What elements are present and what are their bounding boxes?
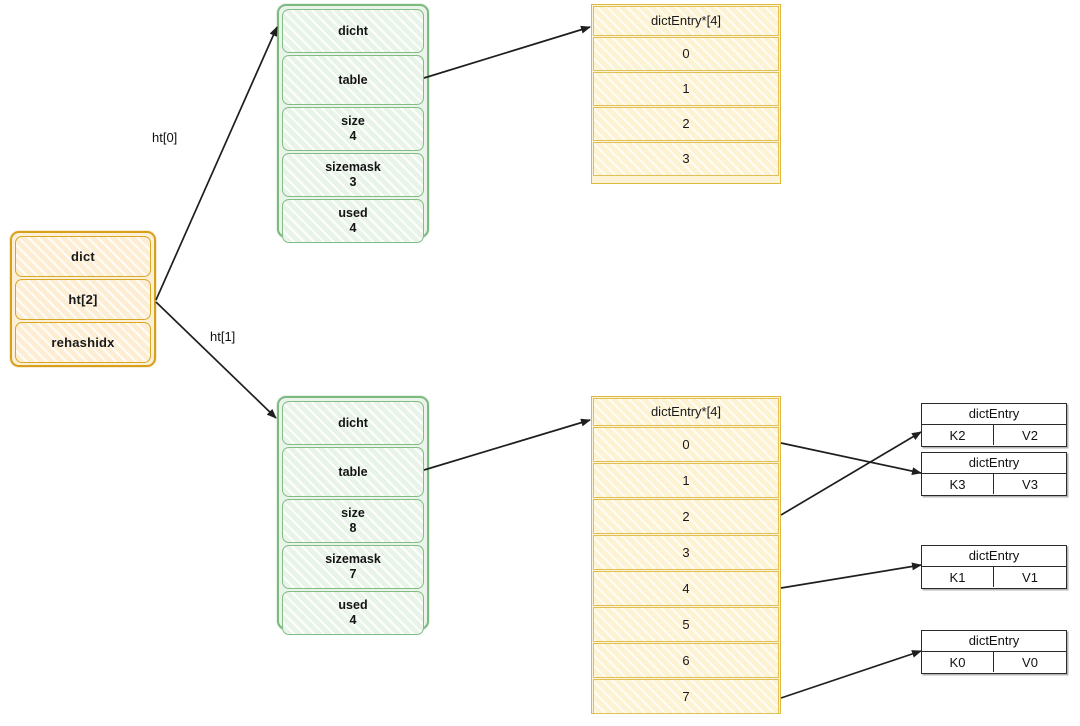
ht0-row-sizemask-value: 3 — [349, 175, 357, 189]
dict-entry-k2-value: V2 — [1022, 427, 1038, 443]
dict-entry-k2-kv: K2 V2 — [922, 425, 1066, 445]
ht0-row-used-label: used — [338, 206, 368, 221]
edge-slot0-to-entry-k3 — [780, 442, 922, 476]
bucket-array-ht0-slot-2[interactable]: 2 — [593, 107, 779, 141]
dict-entry-k0-value: V0 — [1022, 654, 1038, 670]
dictht-node-ht1[interactable]: dicht table size 8 sizemask 7 used 4 — [277, 396, 429, 635]
dict-entry-k2-header: dictEntry — [922, 404, 1066, 425]
ht0-row-size[interactable]: size 4 — [282, 107, 424, 151]
ht0-row-sizemask-label: sizemask — [325, 160, 381, 175]
bucket-array-ht1-slot-6[interactable]: 6 — [593, 643, 779, 678]
bucket-array-ht1-slot-5[interactable]: 5 — [593, 607, 779, 642]
dict-entry-k1-key: K1 — [922, 567, 994, 587]
ht1-row-table-label: table — [338, 464, 368, 479]
ht1-row-dicht[interactable]: dicht — [282, 401, 424, 445]
edge-slot7-to-entry-k0 — [780, 650, 922, 699]
dict-entry-k2-key: K2 — [922, 425, 994, 445]
dict-row-rehashidx[interactable]: rehashidx — [15, 322, 151, 363]
edge-dict-to-ht1 — [155, 301, 277, 419]
ht0-row-dicht-label: dicht — [338, 23, 368, 38]
bucket-array-ht1-slot-1[interactable]: 1 — [593, 463, 779, 498]
edge-label-ht0: ht[0] — [152, 130, 178, 145]
ht0-row-table-label: table — [338, 72, 368, 87]
edge-ht0-table-to-array0 — [423, 25, 591, 79]
dict-entry-k3-key: K3 — [922, 474, 994, 494]
bucket-array-ht1-slot-7[interactable]: 7 — [593, 679, 779, 714]
bucket-array-ht1-slot-2[interactable]: 2 — [593, 499, 779, 534]
ht1-row-table[interactable]: table — [282, 447, 424, 497]
ht1-row-used[interactable]: used 4 — [282, 591, 424, 635]
dict-entry-k0-header: dictEntry — [922, 631, 1066, 652]
ht1-row-sizemask-value: 7 — [349, 567, 357, 581]
edge-slot4-to-entry-k1 — [780, 562, 922, 589]
bucket-array-ht0[interactable]: dictEntry*[4] 0 1 2 3 — [591, 4, 781, 184]
ht1-row-size[interactable]: size 8 — [282, 499, 424, 543]
bucket-array-ht0-slot-0[interactable]: 0 — [593, 37, 779, 71]
ht1-row-sizemask-label: sizemask — [325, 552, 381, 567]
ht1-row-dicht-label: dicht — [338, 415, 368, 430]
bucket-array-ht1-header: dictEntry*[4] — [593, 398, 779, 426]
bucket-array-ht0-slot-1[interactable]: 1 — [593, 72, 779, 106]
dict-entry-k0-kv: K0 V0 — [922, 652, 1066, 672]
dict-entry-k1[interactable]: dictEntry K1 V1 — [921, 545, 1067, 589]
ht1-row-size-label: size — [341, 506, 365, 521]
bucket-array-ht1-slot-4[interactable]: 4 — [593, 571, 779, 606]
edge-ht1-table-to-array1 — [423, 418, 591, 471]
dict-entry-k1-value: V1 — [1022, 569, 1038, 585]
ht0-row-sizemask[interactable]: sizemask 3 — [282, 153, 424, 197]
dictht-node-ht0[interactable]: dicht table size 4 sizemask 3 used 4 — [277, 4, 429, 243]
dict-node[interactable]: dict ht[2] rehashidx — [10, 231, 156, 367]
ht0-row-used[interactable]: used 4 — [282, 199, 424, 243]
bucket-array-ht1[interactable]: dictEntry*[4] 0 1 2 3 4 5 6 7 — [591, 396, 781, 714]
ht1-row-sizemask[interactable]: sizemask 7 — [282, 545, 424, 589]
ht0-row-used-value: 4 — [349, 221, 357, 235]
ht0-row-table[interactable]: table — [282, 55, 424, 105]
dict-entry-k1-kv: K1 V1 — [922, 567, 1066, 587]
dict-entry-k3-kv: K3 V3 — [922, 474, 1066, 494]
edge-slot2-to-entry-k2 — [780, 431, 922, 516]
ht1-row-used-value: 4 — [349, 613, 357, 627]
ht0-row-size-label: size — [341, 114, 365, 129]
ht0-row-size-value: 4 — [349, 129, 357, 143]
dict-entry-k2[interactable]: dictEntry K2 V2 — [921, 403, 1067, 447]
bucket-array-ht0-header: dictEntry*[4] — [593, 6, 779, 36]
bucket-array-ht0-slot-3[interactable]: 3 — [593, 142, 779, 176]
dict-entry-k1-header: dictEntry — [922, 546, 1066, 567]
dict-entry-k3[interactable]: dictEntry K3 V3 — [921, 452, 1067, 496]
edge-dict-to-ht0 — [155, 26, 278, 301]
dict-entry-k0-key: K0 — [922, 652, 994, 672]
dict-row-dict[interactable]: dict — [15, 236, 151, 277]
dict-entry-k0[interactable]: dictEntry K0 V0 — [921, 630, 1067, 674]
ht0-row-dicht[interactable]: dicht — [282, 9, 424, 53]
bucket-array-ht1-slot-3[interactable]: 3 — [593, 535, 779, 570]
dict-row-ht[interactable]: ht[2] — [15, 279, 151, 320]
edge-label-ht1: ht[1] — [210, 329, 236, 344]
ht1-row-used-label: used — [338, 598, 368, 613]
dict-entry-k3-header: dictEntry — [922, 453, 1066, 474]
dict-entry-k3-value: V3 — [1022, 476, 1038, 492]
bucket-array-ht1-slot-0[interactable]: 0 — [593, 427, 779, 462]
ht1-row-size-value: 8 — [349, 521, 357, 535]
